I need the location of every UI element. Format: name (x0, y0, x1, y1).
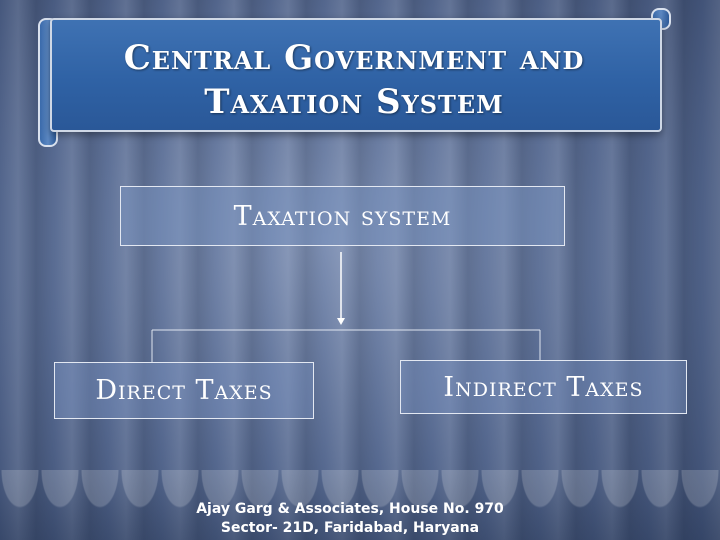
node-taxation-system-label: Taxation system (233, 200, 452, 232)
node-direct-taxes: Direct Taxes (54, 362, 314, 419)
node-indirect-taxes: Indirect Taxes (400, 360, 687, 414)
slide-title: Central Government and Taxation System (50, 36, 658, 124)
node-direct-taxes-label: Direct Taxes (95, 375, 273, 406)
title-banner: Central Government and Taxation System (38, 8, 673, 147)
footer-line2: Sector- 21D, Faridabad, Haryana (220, 520, 480, 536)
slide-title-line2: Taxation System (204, 82, 504, 122)
scroll-body (50, 18, 662, 132)
connector-arrowhead (337, 318, 345, 325)
node-taxation-system: Taxation system (120, 186, 565, 246)
footer-address: Ajay Garg & Associates, House No. 970 Se… (180, 500, 520, 538)
slide-title-line1: Central Government and (123, 38, 585, 78)
node-indirect-taxes-label: Indirect Taxes (443, 371, 644, 403)
curtain-fringe (0, 470, 720, 540)
footer-line1: Ajay Garg & Associates, House No. 970 (196, 501, 504, 517)
